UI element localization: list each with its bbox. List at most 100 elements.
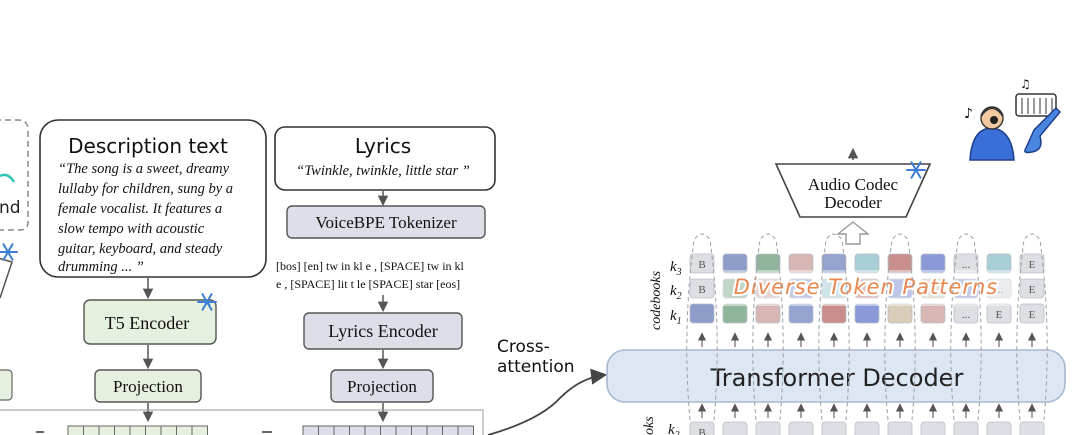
codebook-token-cell	[986, 421, 1012, 435]
codebook-token-cell	[788, 303, 814, 324]
codebook-token-cell	[953, 421, 979, 435]
codebook-token-cell	[722, 303, 748, 324]
lyrics-encoder-label: Lyrics Encoder	[328, 321, 437, 341]
hollow-arrow-grid-to-codec	[836, 221, 870, 245]
description-line-6: drumming ... ”	[58, 259, 144, 275]
codebook-token-cell	[788, 253, 814, 274]
codebook-token-label: E	[1029, 309, 1036, 321]
description-line-1: “The song is a sweet, dreamy	[58, 161, 230, 177]
codebook-token-cell	[722, 421, 748, 435]
token-line-2: e , [SPACE] lit t le [SPACE] star [eos]	[276, 277, 460, 291]
transformer-decoder-label: Transformer Decoder	[710, 364, 964, 392]
codebook-token-cell	[788, 421, 814, 435]
left-cutoff-box: nd	[0, 119, 29, 401]
codebook-token-label: E	[996, 309, 1003, 321]
description-title: Description text	[68, 134, 228, 158]
embedding-cell	[83, 425, 100, 435]
codebook-token-cell	[722, 278, 748, 299]
music-instruments-icon: ♪ ♫	[964, 77, 1062, 161]
svg-text:♫: ♫	[1020, 77, 1031, 91]
t5-embedding-cells	[67, 425, 208, 435]
codebook-token-label: ...	[995, 284, 1004, 296]
svg-text:attention: attention	[497, 357, 575, 377]
lower-codebooks-axis-label: oks	[642, 416, 657, 435]
codebook-token-cell	[854, 303, 880, 324]
lyrics-projection-block: Projection	[330, 369, 434, 403]
snowflake-icon	[197, 293, 217, 311]
codebook-token-cell	[1019, 253, 1045, 274]
description-line-3: female vocalist. It features a	[58, 201, 222, 217]
embedding-cell	[318, 425, 335, 435]
codebook-token-cell	[722, 253, 748, 274]
codebook-token-cell	[887, 278, 913, 299]
lyrics-box: Lyrics “Twinkle, twinkle, little star ”	[274, 126, 496, 191]
cross-attention-label: Cross- attention	[497, 337, 575, 377]
embedding-cell	[98, 425, 115, 435]
left-box-fragment: nd	[0, 198, 21, 218]
codebook-token-cell	[854, 278, 880, 299]
codebook-token-cell	[887, 303, 913, 324]
codebook-token-label: B	[698, 284, 705, 296]
codebook-token-cell	[953, 278, 979, 299]
embedding-cell	[442, 425, 459, 435]
codebook-token-label: E	[1029, 284, 1036, 296]
embedding-cell	[457, 425, 474, 435]
codebook-token-cell	[854, 421, 880, 435]
codebook-token-cell	[1019, 303, 1045, 324]
codebook-token-cell	[953, 253, 979, 274]
loop-arrow	[950, 233, 982, 421]
lower-codebook-grid: B	[689, 421, 1045, 435]
codebook-row-label-k2: k2	[670, 283, 682, 302]
codebook-token-cell	[986, 278, 1012, 299]
embedding-cell	[129, 425, 146, 435]
codebook-token-cell	[821, 421, 847, 435]
svg-text:♪: ♪	[964, 106, 973, 122]
embedding-cell	[349, 425, 366, 435]
codebook-row-label-k3: k3	[670, 259, 682, 278]
embedding-cell	[426, 425, 443, 435]
description-line-5: guitar, keyboard, and steady	[58, 241, 223, 257]
codebook-token-cell	[986, 303, 1012, 324]
token-line-1: [bos] [en] tw in kl e , [SPACE] tw in kl	[276, 259, 465, 273]
svg-text:Cross-: Cross-	[497, 337, 550, 357]
svg-text:Audio Codec: Audio Codec	[808, 175, 899, 194]
codebook-token-cell	[986, 253, 1012, 274]
loop-arrow	[884, 233, 916, 421]
loop-arrow	[752, 233, 784, 421]
embedding-cell	[411, 425, 428, 435]
loop-arrow	[1016, 233, 1048, 421]
codebook-token-cell	[1019, 278, 1045, 299]
embedding-cell	[191, 425, 208, 435]
codebook-token-label: B	[698, 259, 705, 271]
codebooks-axis-label: codebooks	[649, 270, 664, 330]
embedding-cell	[67, 425, 84, 435]
embedding-cell	[302, 425, 319, 435]
codebook-token-cell	[689, 253, 715, 274]
lyrics-projection-label: Projection	[347, 377, 417, 396]
embedding-cell	[333, 425, 350, 435]
embedding-cell	[114, 425, 131, 435]
audio-codec-decoder-block: Audio Codec Decoder	[774, 161, 932, 218]
embedding-cell	[380, 425, 397, 435]
codebook-token-cell	[1019, 421, 1045, 435]
description-line-2: lullaby for children, sung by a	[58, 181, 233, 197]
embedding-cell	[176, 425, 193, 435]
codebook-token-cell	[689, 421, 715, 435]
codebook-token-cell	[821, 303, 847, 324]
loop-arrow	[818, 233, 850, 421]
lyrics-encoder-block: Lyrics Encoder	[303, 312, 463, 350]
decoder-to-grid-arrows	[697, 332, 1037, 418]
codebook-token-cell	[920, 303, 946, 324]
snowflake-icon	[0, 243, 18, 261]
codebook-token-cell	[887, 421, 913, 435]
codebook-token-cell	[920, 253, 946, 274]
codebook-token-cell	[755, 278, 781, 299]
audio-waveform	[729, 97, 960, 137]
autoregressive-loop-arrows	[686, 233, 1048, 421]
transformer-decoder-block: Transformer Decoder	[606, 349, 1066, 403]
t5-encoder-block: T5 Encoder	[83, 293, 217, 345]
codebook-token-label: E	[1029, 259, 1036, 271]
left-projection-fragment	[0, 369, 13, 401]
